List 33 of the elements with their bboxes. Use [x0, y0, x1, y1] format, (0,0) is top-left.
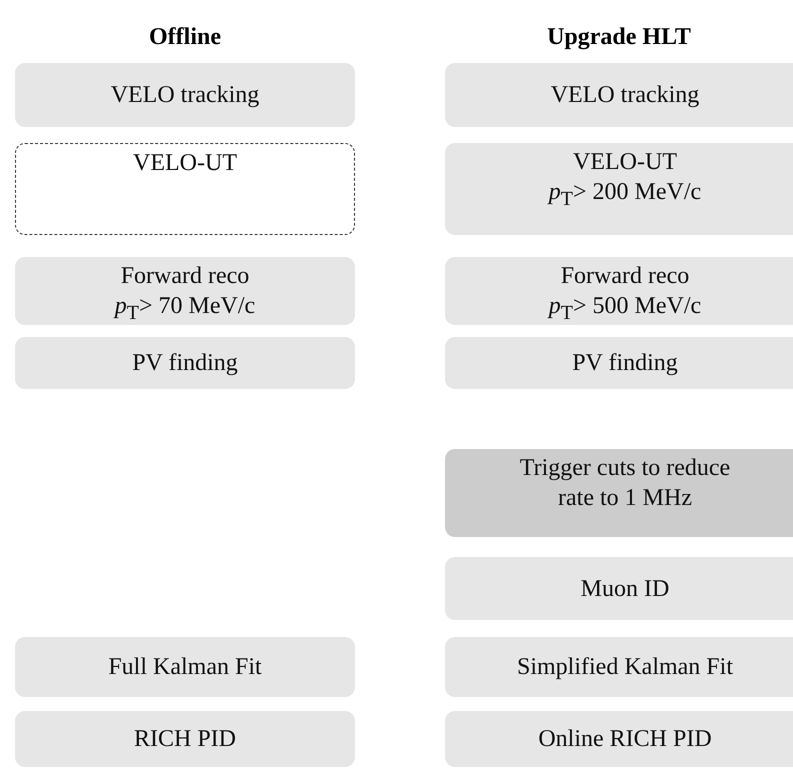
process-box	[15, 337, 355, 389]
step-label: Muon ID	[580, 574, 670, 604]
cut-label: p$_{T}$> 500 MeV/c	[548, 292, 702, 326]
process-box	[15, 257, 355, 325]
step-label: RICH PID	[134, 725, 236, 754]
step-label: Online RICH PID	[538, 725, 712, 754]
process-box	[445, 711, 793, 767]
step-label: PV finding	[132, 349, 238, 378]
process-box	[445, 637, 793, 697]
step-label: Full Kalman Fit	[108, 653, 262, 682]
process-box	[445, 257, 793, 325]
process-box	[445, 143, 793, 235]
step-label: Trigger cuts to reduce rate to 1 MHz	[518, 454, 732, 513]
step-label: VELO tracking	[110, 81, 260, 110]
step-label: PV finding	[572, 349, 678, 378]
process-box	[445, 449, 793, 537]
column-heading: Upgrade HLT	[546, 24, 692, 51]
process-box	[15, 63, 355, 127]
step-label: VELO-UT	[133, 149, 237, 178]
step-label: VELO tracking	[550, 81, 700, 110]
dashed-box	[15, 143, 355, 235]
step-label: Simplified Kalman Fit	[517, 653, 733, 682]
cut-label: p$_{T}$> 200 MeV/c	[548, 178, 702, 212]
process-box	[445, 63, 793, 127]
step-label: Forward reco	[120, 262, 250, 291]
column-heading: Offline	[148, 24, 222, 51]
cut-label: p$_{T}$> 70 MeV/c	[114, 292, 256, 326]
process-box	[15, 711, 355, 767]
step-label: VELO-UT	[573, 148, 677, 177]
process-box	[15, 637, 355, 697]
process-box	[445, 337, 793, 389]
process-box	[445, 557, 793, 620]
step-label: Forward reco	[560, 262, 690, 291]
